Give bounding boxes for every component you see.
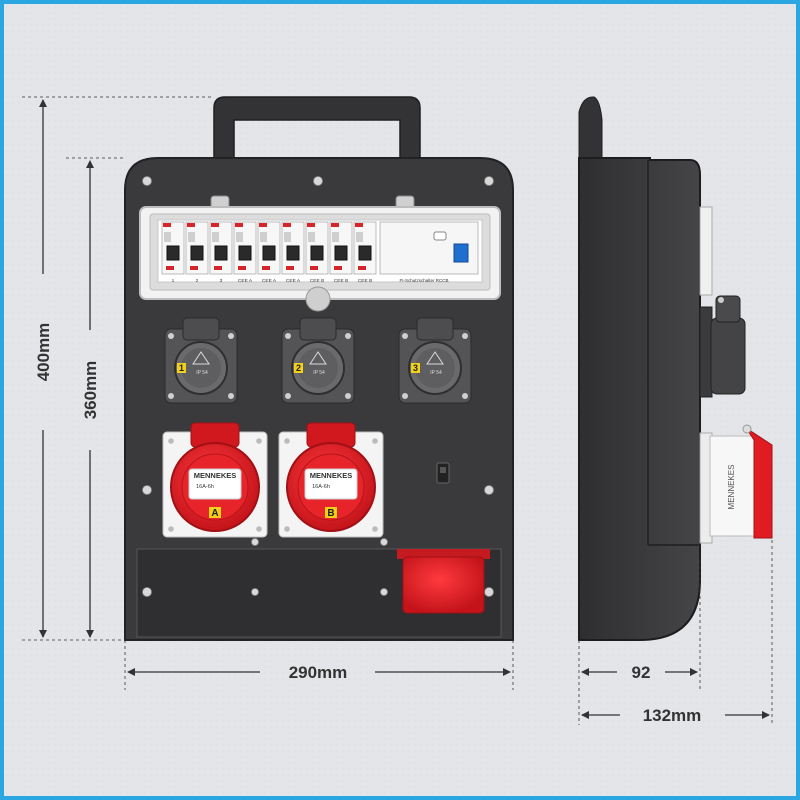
dimension-lines [22, 96, 773, 725]
cee-socket[interactable]: MENNEKES 16A-6hA [162, 422, 268, 538]
breaker: CEE A [233, 221, 257, 284]
dim-height-outer: 400mm [34, 323, 53, 382]
breaker: 3 [209, 221, 233, 284]
cee-letter: B [327, 508, 334, 519]
rccb: FI-Schutzschalter RCCB [379, 221, 479, 283]
rccb-label: FI-Schutzschalter RCCB [399, 278, 448, 283]
schuko-rating: IP 54 [313, 370, 325, 376]
breaker: 1 [161, 221, 185, 284]
dim-height-inner: 360mm [81, 361, 100, 420]
breaker-label: CEE A [286, 278, 301, 284]
cee-socket[interactable]: MENNEKES 16A-6hB [278, 422, 384, 538]
schuko-number: 3 [413, 363, 418, 373]
dim-width-front: 290mm [289, 663, 348, 682]
breaker-toggle[interactable] [334, 245, 348, 261]
breaker-label: CEE A [238, 278, 253, 284]
side-cee-brand: MENNEKES [727, 465, 736, 510]
schuko-number: 2 [296, 363, 301, 373]
side-handle [578, 96, 603, 159]
breaker-row: 1 2 3 CEE A CEE A CEE A CEE B CEE B CEE B [161, 221, 377, 284]
breaker-toggle[interactable] [262, 245, 276, 261]
cee-rating: 16A-6h [196, 484, 214, 490]
dim-depth-body: 92 [632, 663, 651, 682]
schuko-socket[interactable]: 3 IP 54 [398, 317, 472, 404]
breaker: CEE A [281, 221, 305, 284]
breaker: CEE B [305, 221, 329, 284]
breaker: CEE B [353, 221, 377, 284]
breaker-label: 2 [196, 278, 199, 284]
breaker-toggle[interactable] [286, 245, 300, 261]
side-cee: MENNEKES [699, 424, 773, 544]
front-view: 1 2 3 CEE A CEE A CEE A CEE B CEE B CEE B FI-Sch… [124, 96, 514, 641]
breaker-toggle[interactable] [190, 245, 204, 261]
rccb-test-button[interactable] [433, 231, 447, 241]
breaker-toggle[interactable] [214, 245, 228, 261]
breaker-label: CEE A [262, 278, 277, 284]
cee-brand: MENNEKES [310, 471, 353, 480]
schuko-number: 1 [179, 363, 184, 373]
breaker-toggle[interactable] [310, 245, 324, 261]
breaker-toggle[interactable] [166, 245, 180, 261]
cee-rating: 16A-6h [312, 484, 330, 490]
breaker: CEE A [257, 221, 281, 284]
window-latch[interactable] [305, 286, 331, 312]
side-view: MENNEKES [578, 96, 773, 641]
schuko-socket[interactable]: 1 IP 54 [164, 317, 238, 404]
schuko-rating: IP 54 [196, 370, 208, 376]
breaker: 2 [185, 221, 209, 284]
schuko-socket-row: 1 IP 54 2 IP 54 3 IP 54 [164, 317, 472, 404]
breaker-label: 3 [220, 278, 223, 284]
schuko-rating: IP 54 [430, 370, 442, 376]
side-window [699, 206, 713, 296]
breaker-label: CEE B [310, 278, 324, 284]
breaker-label: CEE B [358, 278, 372, 284]
dim-depth-total: 132mm [643, 706, 702, 725]
breaker-label: CEE B [334, 278, 348, 284]
side-schuko [699, 295, 746, 398]
schuko-socket[interactable]: 2 IP 54 [281, 317, 355, 404]
breaker-toggle[interactable] [358, 245, 372, 261]
breaker-toggle[interactable] [238, 245, 252, 261]
cee-socket-row: MENNEKES 16A-6hA MENNEKES 16A-6hB [162, 422, 384, 538]
cee-brand: MENNEKES [194, 471, 237, 480]
rccb-toggle[interactable] [453, 243, 469, 263]
screws [142, 176, 494, 597]
breaker-label: 1 [172, 278, 175, 284]
cee-inlet [397, 549, 490, 614]
breaker: CEE B [329, 221, 353, 284]
side-body [578, 157, 701, 641]
cee-letter: A [211, 508, 218, 519]
